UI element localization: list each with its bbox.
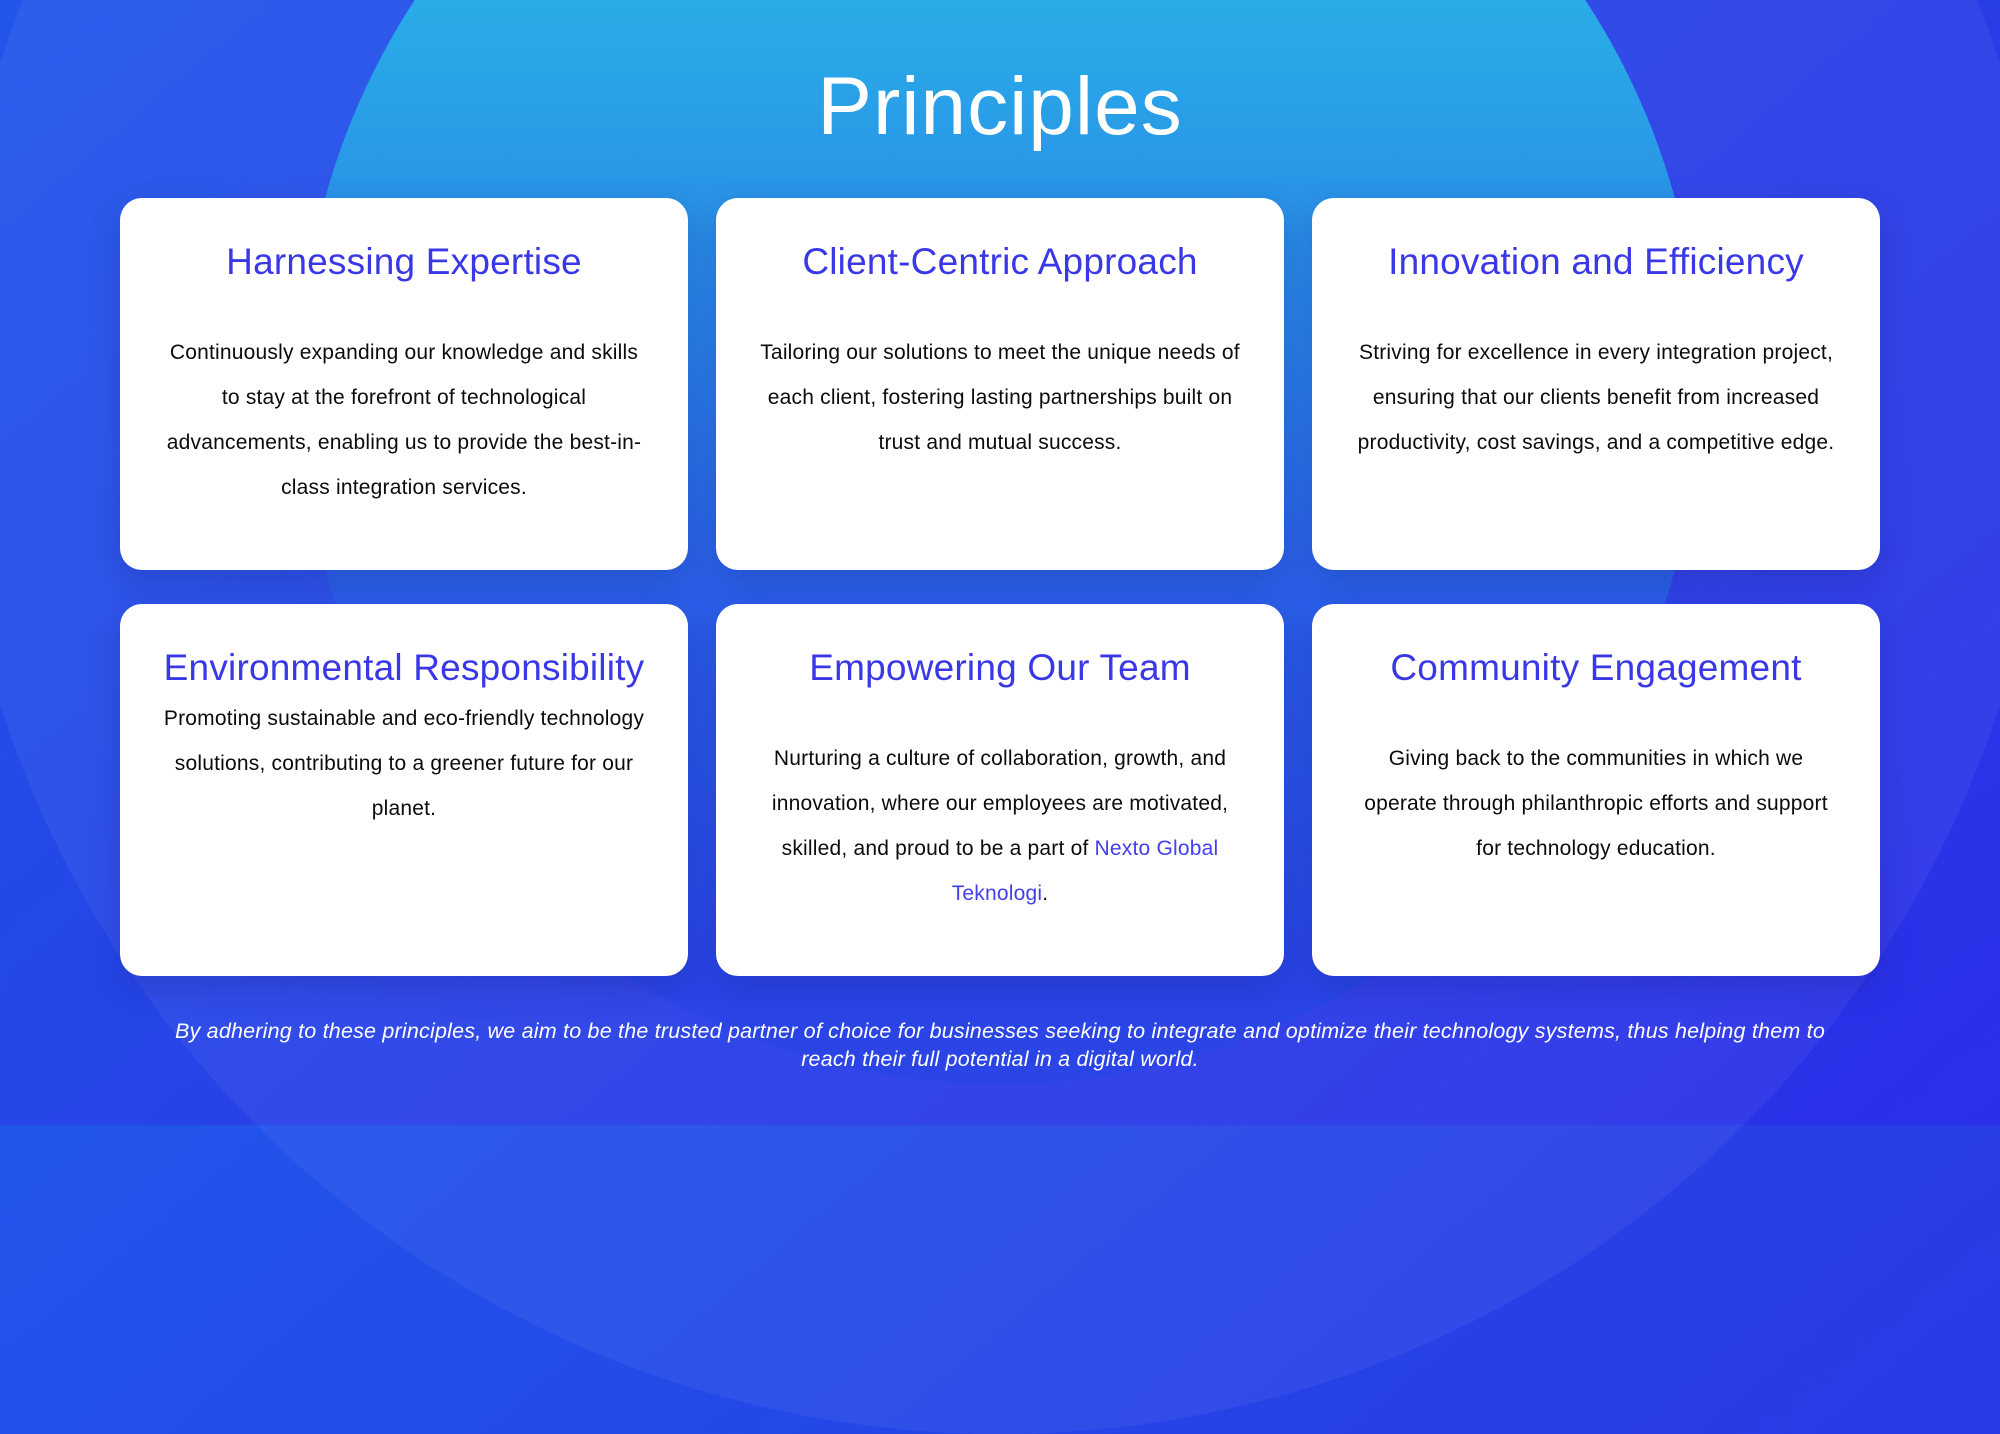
card-harnessing-expertise: Harnessing Expertise Continuously expand…	[120, 198, 688, 571]
principles-section: Principles Harnessing Expertise Continuo…	[120, 61, 1880, 1071]
principles-footer-note: By adhering to these principles, we aim …	[175, 1019, 1825, 1071]
card-body: Nurturing a culture of collaboration, gr…	[754, 736, 1246, 916]
page-title: Principles	[817, 61, 1183, 152]
card-body: Promoting sustainable and eco-friendly t…	[163, 707, 645, 821]
card-environmental-responsibility: Environmental Responsibility Promoting s…	[120, 604, 688, 977]
principles-card-grid: Harnessing Expertise Continuously expand…	[120, 198, 1880, 977]
card-body: Tailoring our solutions to meet the uniq…	[760, 341, 1240, 455]
card-title: Innovation and Efficiency	[1388, 241, 1804, 283]
card-body-suffix: .	[1042, 882, 1049, 906]
card-title: Empowering Our Team	[809, 647, 1191, 689]
card-community-engagement: Community Engagement Giving back to the …	[1312, 604, 1880, 977]
card-empowering-our-team: Empowering Our Team Nurturing a culture …	[716, 604, 1284, 977]
card-title: Client-Centric Approach	[802, 241, 1198, 283]
card-innovation-and-efficiency: Innovation and Efficiency Striving for e…	[1312, 198, 1880, 571]
nexto-global-teknologi-link[interactable]: Nexto Global Teknologi	[951, 837, 1219, 906]
card-client-centric-approach: Client-Centric Approach Tailoring our so…	[716, 198, 1284, 571]
card-title: Environmental Responsibility	[163, 647, 645, 689]
card-title: Community Engagement	[1390, 647, 1802, 689]
card-body: Striving for excellence in every integra…	[1357, 341, 1835, 455]
card-body-text: Nurturing a culture of collaboration, gr…	[771, 747, 1229, 861]
card-title: Harnessing Expertise	[226, 241, 582, 283]
card-body: Giving back to the communities in which …	[1364, 747, 1828, 861]
card-body: Continuously expanding our knowledge and…	[166, 341, 642, 500]
